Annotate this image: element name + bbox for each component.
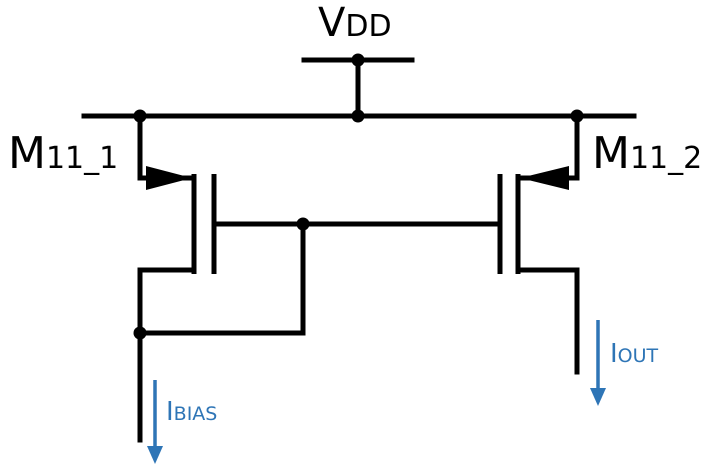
m11-1-label: M11_1 <box>8 128 118 179</box>
rail-left-node <box>133 109 147 123</box>
m11-2-label: M11_2 <box>592 128 702 179</box>
m11-1-source-arrow-icon <box>146 166 192 190</box>
diode-node <box>133 326 147 340</box>
gate-node <box>296 217 310 231</box>
ibias-label: IBIAS <box>166 397 217 427</box>
transistor-m11-2 <box>497 113 580 375</box>
m11-2-source-arrow-icon <box>520 166 569 190</box>
transistor-m11-1 <box>137 113 217 443</box>
vdd-label: VDD <box>318 0 392 46</box>
iout-label: IOUT <box>610 339 659 369</box>
vdd-supply <box>301 57 415 119</box>
rail-right-node <box>570 109 584 123</box>
rail-vdd-node <box>351 109 365 123</box>
iout-arrow-icon <box>590 320 606 406</box>
ibias-arrow-icon <box>147 380 163 464</box>
vdd-terminal-node <box>351 53 365 67</box>
